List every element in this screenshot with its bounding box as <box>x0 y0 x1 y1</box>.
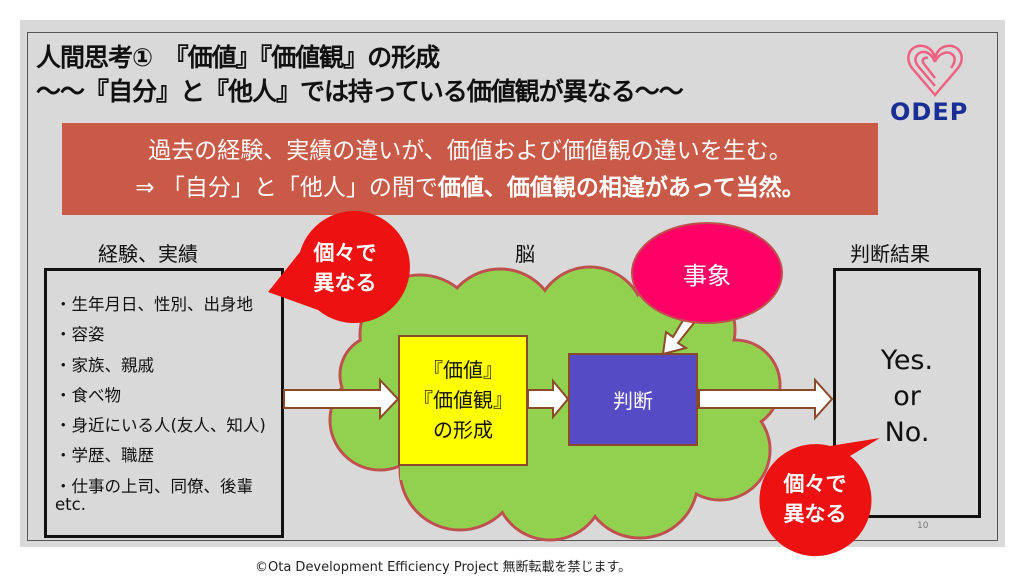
banner-line2-bold: 価値、価値観の相違があって当然。 <box>437 175 805 201</box>
banner-line1: 過去の経験、実績の違いが、価値および価値観の違いを生む。 <box>148 138 792 164</box>
slide-frame <box>27 32 998 541</box>
experience-item: ・容姿 <box>55 325 105 344</box>
bubble-bottom-shape <box>759 438 880 557</box>
result-header: 判断結果 <box>850 242 930 266</box>
result-no: No. <box>884 417 930 448</box>
bubble-top-line1: 個々で <box>313 241 377 265</box>
bubble-top-line2: 異なる <box>313 271 377 295</box>
experience-item: etc. <box>55 495 86 514</box>
title-line1: 人間思考① 『価値』『価値観』の形成 <box>36 43 440 72</box>
arrow-formation-to-judgment <box>527 378 570 420</box>
logo-text: ODEP <box>890 98 969 126</box>
experience-header: 経験、実績 <box>98 242 198 266</box>
event-label: 事象 <box>683 262 731 290</box>
experience-box: ・生年月日、性別、出身地 ・容姿 ・家族、親戚 ・食べ物 ・身近にいる人(友人、… <box>44 268 284 538</box>
bubble-top-shape <box>268 211 410 324</box>
experience-item: ・生年月日、性別、出身地 <box>55 295 253 314</box>
bubble-bottom: 個々で 異なる <box>760 469 870 529</box>
bubble-top: 個々で 異なる <box>290 238 400 298</box>
arrow-experience-to-formation <box>283 377 400 421</box>
experience-item: ・家族、親戚 <box>55 356 154 375</box>
judgment-box: 判断 <box>568 353 698 446</box>
result-yes: Yes. <box>880 345 934 376</box>
formation-box: 『価値』 『価値観』 の形成 <box>398 335 528 466</box>
title-line2: ～～『自分』と『他人』では持っている価値観が異なる～～ <box>36 77 684 106</box>
arrow-judgment-to-result <box>698 377 834 421</box>
event-ellipse <box>631 222 783 324</box>
experience-item: ・学歴、職歴 <box>55 446 154 465</box>
experience-item: ・身近にいる人(友人、知人) <box>55 416 266 435</box>
banner-line2-normal: ⇒ 「自分」と「他人」の間で <box>135 175 438 201</box>
brain-header: 脳 <box>515 242 535 266</box>
formation-line1: 『価値』 <box>423 358 503 382</box>
page-number: 10 <box>917 521 929 531</box>
banner-line2: ⇒ 「自分」と「他人」の間で価値、価値観の相違があって当然。 <box>62 170 878 207</box>
copyright-footer: ©Ota Development Efficiency Project 無断転載… <box>255 560 632 575</box>
formation-line2: 『価値観』 <box>413 388 513 412</box>
summary-banner: 過去の経験、実績の違いが、価値および価値観の違いを生む。 ⇒ 「自分」と「他人」… <box>62 123 878 215</box>
formation-line3: の形成 <box>433 418 493 442</box>
experience-item: ・仕事の上司、同僚、後輩 <box>55 477 253 496</box>
experience-item: ・食べ物 <box>55 386 121 405</box>
bubble-bottom-line1: 個々で <box>783 472 847 496</box>
result-or: or <box>893 381 921 412</box>
bubble-bottom-line2: 異なる <box>783 502 847 526</box>
